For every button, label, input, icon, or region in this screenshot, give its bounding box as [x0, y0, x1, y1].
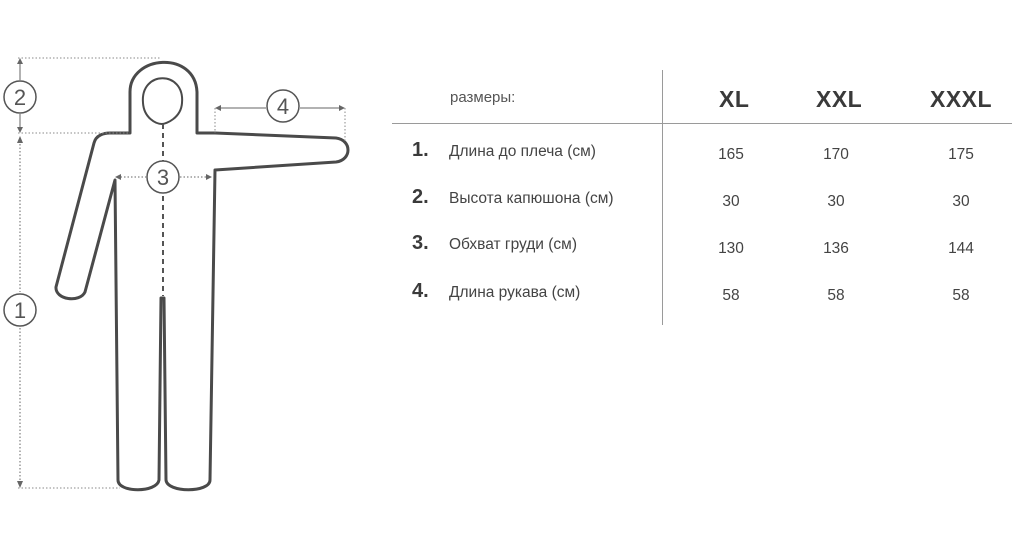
marker-3-label: 3: [157, 165, 169, 190]
marker-4: 4: [215, 89, 345, 123]
row-value-xxl: 58: [827, 287, 845, 304]
size-header-xxl: XXL: [816, 86, 863, 112]
row-value-xl: 165: [718, 146, 744, 163]
row-value-xxxl: 175: [948, 146, 974, 163]
table-header-divider: [392, 123, 1012, 124]
row-value-xxl: 136: [823, 240, 849, 257]
marker-1: 1: [3, 136, 37, 488]
row-value-xl: 130: [718, 240, 744, 257]
row-value-xxxl: 58: [952, 287, 970, 304]
row-value-xl: 58: [722, 287, 740, 304]
coverall-figure: 2 1 3 4: [3, 57, 350, 492]
row-label: Обхват груди (см): [449, 236, 577, 253]
row-value-xxxl: 30: [952, 193, 970, 210]
marker-2: 2: [3, 58, 37, 133]
row-value-xl: 30: [722, 193, 740, 210]
row-value-xxxl: 144: [948, 240, 974, 257]
marker-4-label: 4: [277, 94, 289, 119]
row-label: Длина до плеча (см): [449, 143, 596, 160]
marker-3: 3: [115, 160, 212, 194]
row-label: Высота капюшона (см): [449, 190, 614, 207]
row-value-xxl: 30: [827, 193, 845, 210]
coverall-outline: [54, 60, 350, 492]
marker-2-label: 2: [14, 85, 26, 110]
size-header-xxxl: XXXL: [930, 86, 993, 112]
row-number: 3.: [412, 232, 429, 254]
row-label: Длина рукава (см): [449, 284, 581, 301]
row-number: 1.: [412, 139, 429, 161]
row-number: 2.: [412, 186, 429, 208]
size-header-xl: XL: [719, 86, 750, 112]
row-value-xxl: 170: [823, 146, 849, 163]
row-number: 4.: [412, 280, 429, 302]
header-label: размеры:: [450, 89, 516, 106]
table-vertical-divider: [662, 70, 663, 325]
face-opening: [141, 77, 184, 126]
marker-1-label: 1: [14, 298, 26, 323]
